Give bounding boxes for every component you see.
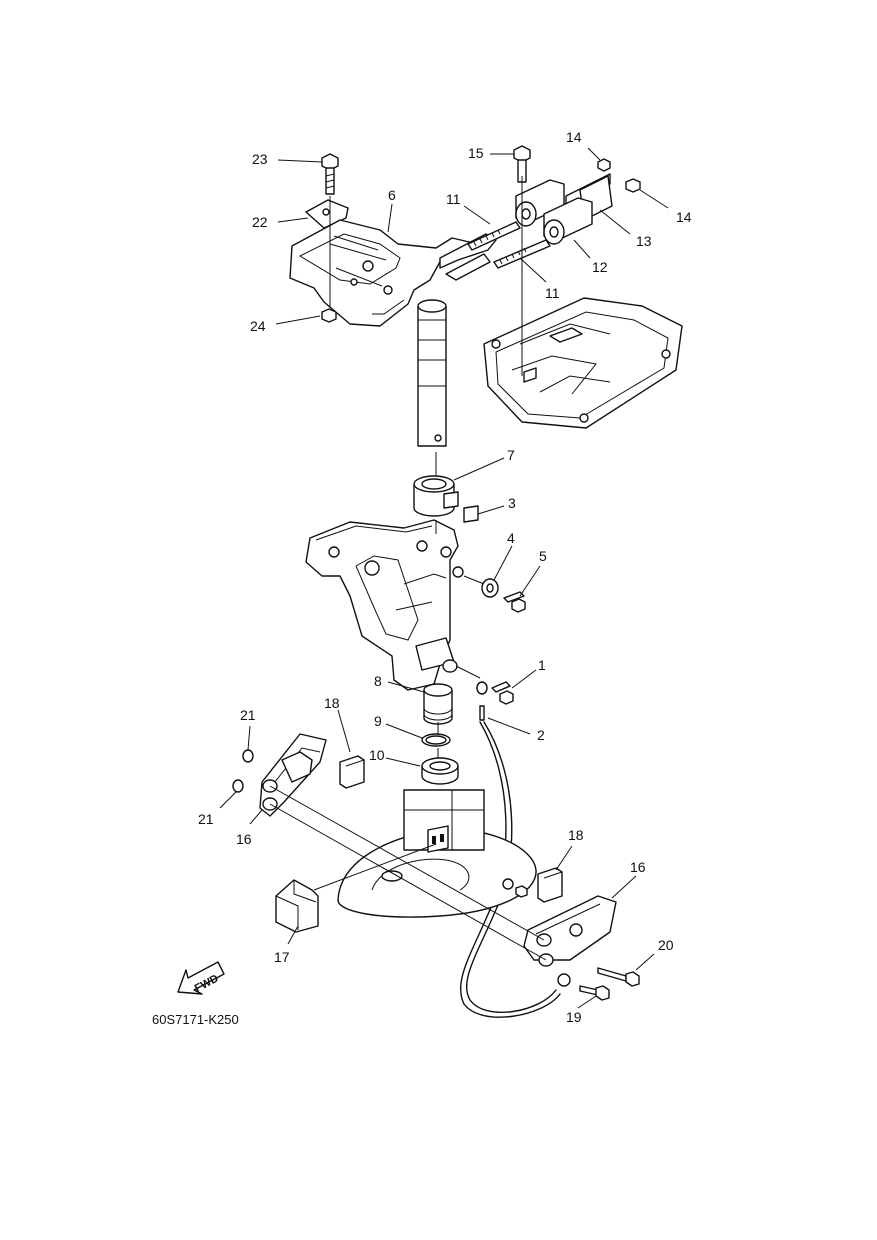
bushing-10	[421, 757, 459, 785]
callout-10: 10	[369, 747, 385, 763]
callout-14-top: 14	[566, 129, 582, 145]
callout-16-right: 16	[630, 859, 646, 875]
nut-14-top	[597, 158, 611, 172]
callout-17: 17	[274, 949, 290, 965]
callout-16-left: 16	[236, 831, 252, 847]
bolt-19	[579, 985, 610, 1001]
nut-14-right	[625, 178, 641, 193]
bolt-1	[491, 681, 514, 705]
callout-18-right: 18	[568, 827, 584, 843]
damper-plate-16-right	[523, 895, 617, 967]
swivel-bracket	[305, 519, 464, 691]
callout-21-upper: 21	[240, 707, 256, 723]
fwd-arrow-icon: FWD	[177, 961, 225, 995]
callout-23: 23	[252, 151, 268, 167]
o-ring-9	[421, 733, 451, 747]
assembly-lines	[269, 176, 547, 961]
plate-3	[463, 505, 479, 523]
callout-11-lower: 11	[545, 285, 560, 301]
callout-9: 9	[374, 713, 382, 729]
diagram-code: 60S7171-K250	[152, 1012, 239, 1027]
rubber-mount-12-right	[543, 197, 593, 245]
rubber-block-18-left	[339, 755, 365, 789]
bolt-20	[597, 967, 640, 987]
callout-12: 12	[592, 259, 608, 275]
nut-24	[321, 308, 337, 323]
bushing-7	[413, 475, 459, 517]
washer-4	[481, 578, 499, 598]
rubber-block-17	[275, 879, 319, 933]
rubber-block-18-right	[537, 867, 563, 903]
callout-2: 2	[537, 727, 545, 743]
callout-21-lower: 21	[198, 811, 214, 827]
damper-plate-16-left	[259, 733, 327, 817]
callout-leaders	[219, 147, 669, 1009]
callout-11-upper: 11	[446, 191, 461, 207]
wire-terminal	[502, 878, 528, 898]
callout-7: 7	[507, 447, 515, 463]
bolt-5	[503, 591, 526, 613]
callout-1: 1	[538, 657, 546, 673]
callout-22: 22	[252, 214, 268, 230]
bolt-15	[513, 145, 531, 183]
callout-24: 24	[250, 318, 266, 334]
stud-11-upper	[467, 221, 521, 251]
callout-3: 3	[508, 495, 516, 511]
callout-20: 20	[658, 937, 674, 953]
callout-4: 4	[507, 530, 515, 546]
callout-13: 13	[636, 233, 652, 249]
steering-bracket-6	[289, 219, 497, 447]
callout-19: 19	[566, 1009, 582, 1025]
callout-18-left: 18	[324, 695, 340, 711]
washer-21-lower	[232, 779, 244, 793]
callout-14-right: 14	[676, 209, 692, 225]
callout-8: 8	[374, 673, 382, 689]
bushing-8	[423, 683, 453, 725]
ground-wire-2	[459, 681, 571, 1018]
callout-5: 5	[539, 548, 547, 564]
bolt-23	[321, 153, 339, 195]
callout-6: 6	[388, 187, 396, 203]
washer-21-upper	[242, 749, 254, 763]
callout-numbers: 1 2 3 4 5 6 7 8 9 10 11 11 12 13 14 14 1…	[198, 129, 692, 1025]
callout-15: 15	[468, 145, 484, 161]
bottom-cowling	[483, 297, 683, 429]
